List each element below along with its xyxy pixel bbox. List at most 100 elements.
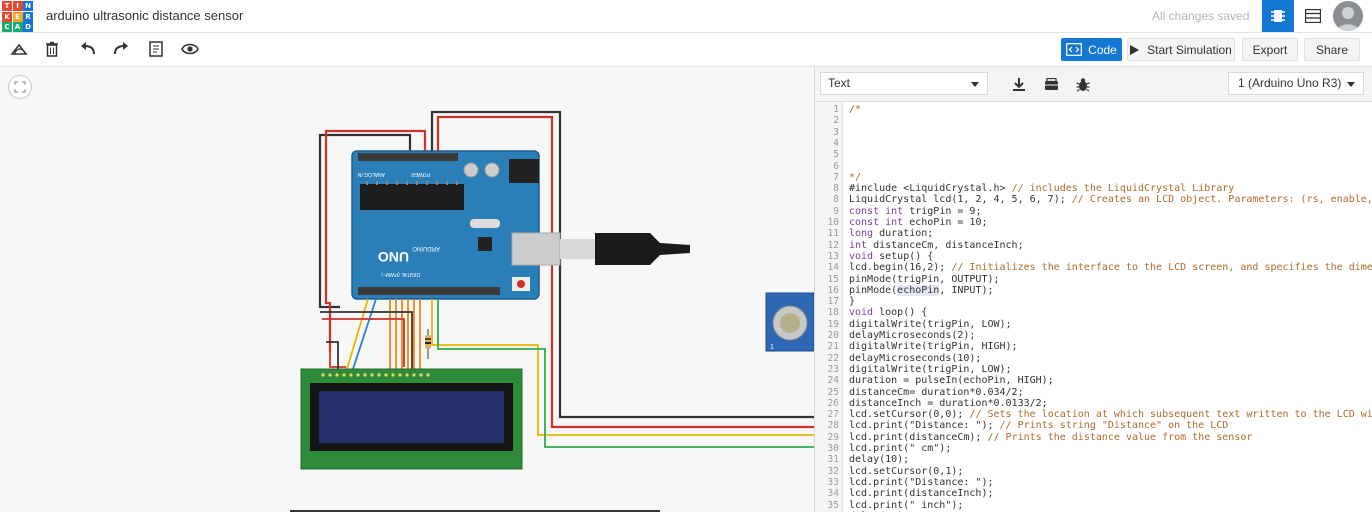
line-number: 4 (833, 137, 839, 149)
code-line-text: void setup() { (849, 250, 934, 262)
zoom-to-fit-button[interactable] (8, 75, 32, 99)
logo-letter: K (2, 11, 12, 22)
project-title[interactable]: arduino ultrasonic distance sensor (46, 8, 244, 23)
start-simulation-button[interactable]: Start Simulation (1127, 38, 1235, 61)
code-line-text: const int echoPin = 10; (849, 217, 988, 228)
board-brand-text: ARDUINO (412, 245, 440, 251)
lcd-16x2 (300, 368, 523, 470)
code-button[interactable]: Code (1061, 38, 1122, 61)
code-line-text: } (849, 296, 856, 308)
line-number: 6 (833, 160, 839, 172)
download-code-button[interactable] (1007, 73, 1031, 95)
notes-icon (149, 41, 163, 57)
code-line-text: const int trigPin = 9; (849, 205, 982, 217)
line-number: 14 (827, 262, 839, 274)
chevron-down-icon (1347, 82, 1355, 87)
line-number: 31 (827, 454, 839, 466)
line-number: 16 (827, 284, 839, 296)
line-number: 7 (833, 171, 839, 183)
line-number: 11 (827, 228, 839, 240)
logo-letter: E (12, 11, 23, 22)
line-number: 8 (833, 183, 839, 195)
logo-letter: C (2, 22, 12, 32)
libraries-button[interactable] (1039, 73, 1063, 95)
code-line-text: lcd.print(" inch"); (849, 499, 964, 511)
line-number: 24 (827, 375, 839, 387)
code-line-text: lcd.print(" cm"); (849, 443, 952, 454)
code-mode-select[interactable]: Text (820, 72, 988, 95)
line-number: 20 (827, 330, 839, 341)
line-number: 8 (833, 194, 839, 206)
line-number: 17 (827, 296, 839, 308)
notes-button[interactable] (144, 38, 168, 60)
logo-letter: D (23, 22, 33, 32)
code-line-text: void loop() { (849, 307, 928, 319)
line-number: 12 (827, 239, 839, 251)
circuit-canvas[interactable]: ARDUINO UNO POWER ANALOG IN DIGITAL (PWM… (0, 67, 814, 512)
line-number: 10 (827, 217, 839, 228)
line-number: 23 (827, 363, 839, 375)
code-line-text: digitalWrite(trigPin, LOW); (849, 363, 1012, 375)
code-line-text: pinMode(echoPin, INPUT); (849, 284, 994, 296)
code-line-text: int distanceCm, distanceInch; (849, 239, 1024, 251)
line-number: 19 (827, 318, 839, 330)
ultrasonic-sensor: 1 (765, 292, 814, 352)
line-number: 30 (827, 443, 839, 454)
undo-button[interactable] (76, 38, 100, 60)
rotate-button[interactable] (7, 38, 31, 60)
code-icon (1066, 43, 1083, 56)
code-line-text: digitalWrite(trigPin, HIGH); (849, 341, 1018, 353)
share-button[interactable]: Share (1304, 38, 1360, 61)
code-editor-panel: Text 1 (Arduino Uno R3) (814, 67, 1372, 512)
redo-button[interactable] (109, 38, 133, 60)
eye-icon (181, 43, 199, 55)
board-model-text: UNO (378, 249, 409, 265)
board-digital-text: DIGITAL (PWM~) (381, 271, 420, 277)
code-line-text: delay(10); (849, 454, 910, 466)
line-number: 22 (827, 352, 839, 364)
line-number: 34 (827, 488, 839, 500)
line-number: 3 (833, 126, 839, 138)
code-mode-value: Text (828, 76, 851, 90)
chip-icon (1271, 10, 1285, 22)
line-number: 25 (827, 386, 839, 398)
arduino-uno-board: ARDUINO UNO POWER ANALOG IN DIGITAL (PWM… (351, 150, 561, 300)
user-avatar[interactable] (1333, 1, 1363, 31)
line-number: 18 (827, 307, 839, 319)
code-line-text: delayMicroseconds(10); (849, 352, 982, 364)
logo-letter: I (12, 1, 23, 11)
chevron-down-icon (971, 82, 979, 87)
code-line-text: delayMicroseconds(2); (849, 330, 976, 341)
visibility-button[interactable] (178, 38, 202, 60)
wire-black-top-left (318, 133, 412, 309)
code-line-text: lcd.print(distanceCm); // Prints the dis… (849, 431, 1253, 443)
line-number: 9 (833, 205, 839, 217)
editor-toolbar: Code Start Simulation Export Share (0, 33, 1372, 67)
save-status: All changes saved (1152, 9, 1250, 23)
code-line-text: lcd.print("Distance: "); (849, 476, 994, 488)
start-simulation-label: Start Simulation (1147, 42, 1232, 57)
list-view-icon (1305, 9, 1321, 23)
line-number: 26 (827, 397, 839, 409)
line-number: 27 (827, 409, 839, 421)
bug-icon (1076, 77, 1090, 92)
usb-cable (560, 233, 690, 265)
code-editor-toolbar: Text 1 (Arduino Uno R3) (815, 67, 1372, 102)
line-number: 15 (827, 273, 839, 285)
fit-view-icon (14, 81, 26, 93)
code-line-text: lcd.begin(16,2); // Initializes the inte… (849, 262, 1372, 274)
export-button[interactable]: Export (1242, 38, 1298, 61)
schematic-view-button[interactable] (1297, 0, 1329, 32)
delete-button[interactable] (40, 38, 64, 60)
board-select[interactable]: 1 (Arduino Uno R3) (1228, 72, 1364, 95)
debugger-button[interactable] (1071, 73, 1095, 95)
logo-letter: R (23, 11, 33, 22)
download-icon (1013, 78, 1025, 91)
circuit-view-button[interactable] (1262, 0, 1294, 32)
line-number: 36 (815, 511, 839, 512)
undo-icon (81, 42, 95, 55)
line-number: 5 (833, 149, 839, 161)
